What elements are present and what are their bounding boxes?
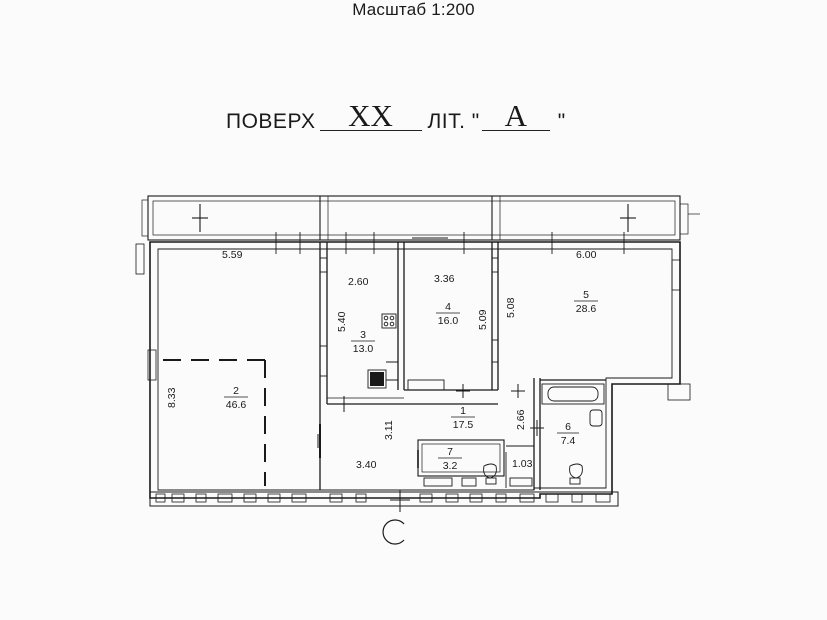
- svg-text:16.0: 16.0: [438, 315, 459, 327]
- dim-room3-height: 5.40: [336, 311, 348, 332]
- dim-hall-depth: 3.11: [383, 420, 395, 440]
- scale-label: Масштаб 1:200: [352, 0, 475, 19]
- letter-prefix: ЛІТ. ": [427, 110, 480, 133]
- room-2-label: 2 46.6: [224, 385, 248, 411]
- room-labels: 1 17.5 2 46.6 3 13.0 4 16.0 5 28.6 6 7.4: [224, 289, 598, 472]
- letter-value: А: [481, 100, 550, 131]
- room-4-label: 4 16.0: [436, 301, 460, 327]
- svg-text:5: 5: [583, 289, 589, 301]
- dim-room5-width: 6.00: [576, 249, 597, 261]
- dim-room2-width: 5.59: [222, 249, 243, 261]
- svg-text:13.0: 13.0: [353, 343, 374, 355]
- windows: [275, 232, 625, 377]
- dim-room4-height: 5.09: [477, 309, 489, 330]
- dim-room3-width: 2.60: [348, 276, 369, 288]
- svg-text:17.5: 17.5: [453, 419, 474, 431]
- svg-text:4: 4: [445, 301, 451, 313]
- dim-room5-height: 5.08: [505, 297, 517, 318]
- dim-corridor-height: 2.66: [515, 409, 527, 430]
- svg-text:2: 2: [233, 385, 239, 397]
- svg-text:3: 3: [360, 329, 366, 341]
- fixtures: [367, 313, 605, 487]
- room-6-label: 6 7.4: [557, 421, 579, 447]
- svg-text:28.6: 28.6: [576, 303, 597, 315]
- room-7-label: 7 3.2: [438, 446, 462, 472]
- svg-text:7.4: 7.4: [561, 435, 576, 447]
- doors: [317, 384, 544, 512]
- floor-header: ПОВЕРХ XX ЛІТ. " А ": [226, 100, 568, 134]
- dimension-labels: 5.59 8.33 2.60 5.40 3.36 5.09 6.00 5.08 …: [166, 249, 597, 471]
- letter-suffix: ": [557, 110, 566, 133]
- svg-text:46.6: 46.6: [226, 399, 247, 411]
- dim-room2-height: 8.33: [166, 387, 178, 408]
- floor-value: XX: [319, 100, 422, 131]
- dim-room4-width: 3.36: [434, 273, 455, 285]
- room-1-label: 1 17.5: [451, 405, 475, 431]
- north-arrow: [382, 519, 405, 545]
- svg-text:7: 7: [447, 446, 453, 458]
- room-3-label: 3 13.0: [351, 329, 375, 355]
- svg-text:1: 1: [460, 405, 466, 417]
- balcony: [141, 195, 700, 241]
- room-5-label: 5 28.6: [574, 289, 598, 315]
- room2-partition: [163, 359, 266, 486]
- floor-prefix: ПОВЕРХ: [226, 110, 316, 133]
- dim-hall-width: 3.40: [356, 459, 377, 471]
- dim-bath-width: 1.03: [512, 458, 533, 470]
- outer-wall: [135, 241, 691, 507]
- svg-text:6: 6: [565, 421, 571, 433]
- svg-text:3.2: 3.2: [443, 460, 458, 472]
